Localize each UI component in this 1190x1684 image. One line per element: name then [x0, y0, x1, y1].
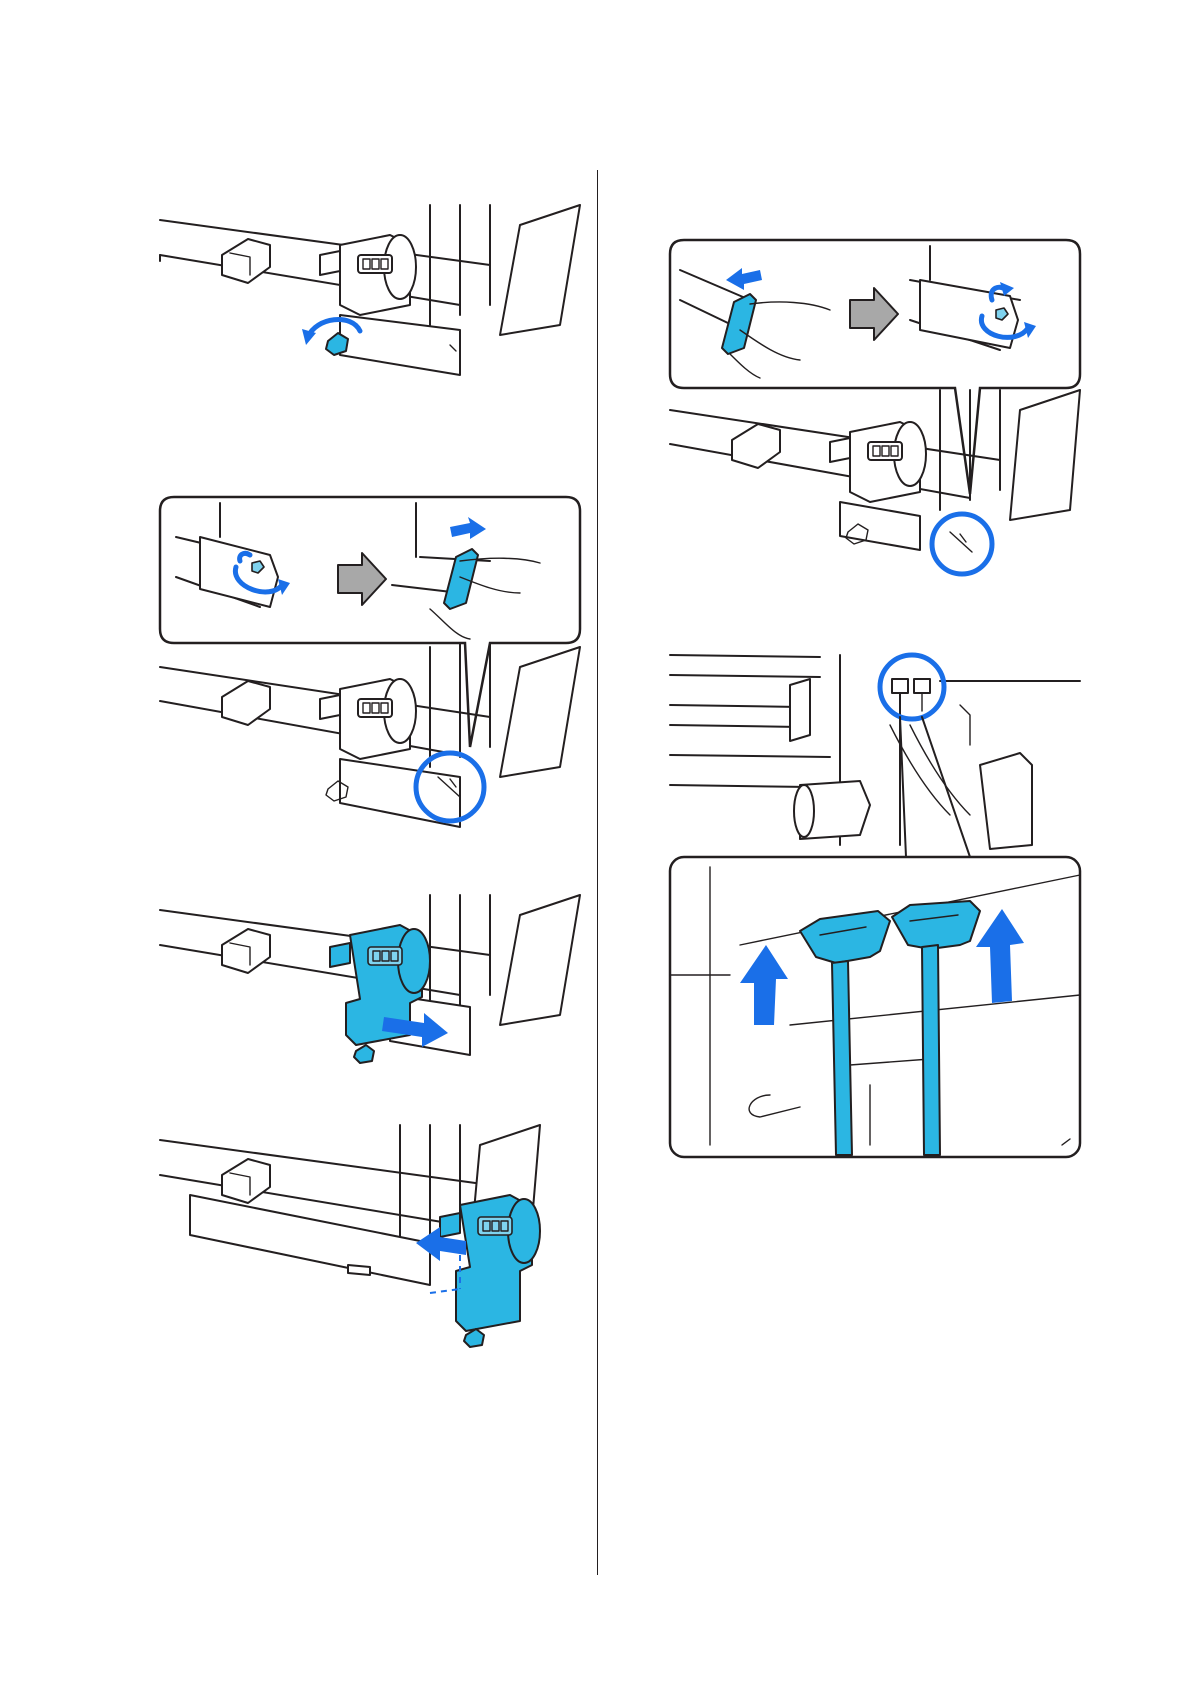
figure-reattach-stopper [670, 240, 1090, 580]
column-divider [597, 170, 598, 1575]
slide-unit-out-illustration [160, 895, 580, 1075]
figure-slide-unit [160, 895, 580, 1075]
remove-stopper-illustration [160, 497, 580, 837]
reattach-stopper-illustration [670, 240, 1090, 580]
loosen-knob-illustration [160, 205, 580, 385]
figure-remove-stopper [160, 497, 580, 837]
figure-loosen-knob [160, 205, 580, 385]
disconnect-cables-illustration [670, 645, 1090, 1165]
attach-unit-illustration [160, 1125, 580, 1345]
figure-attach-unit [160, 1125, 580, 1345]
figure-disconnect-cables [670, 645, 1090, 1165]
